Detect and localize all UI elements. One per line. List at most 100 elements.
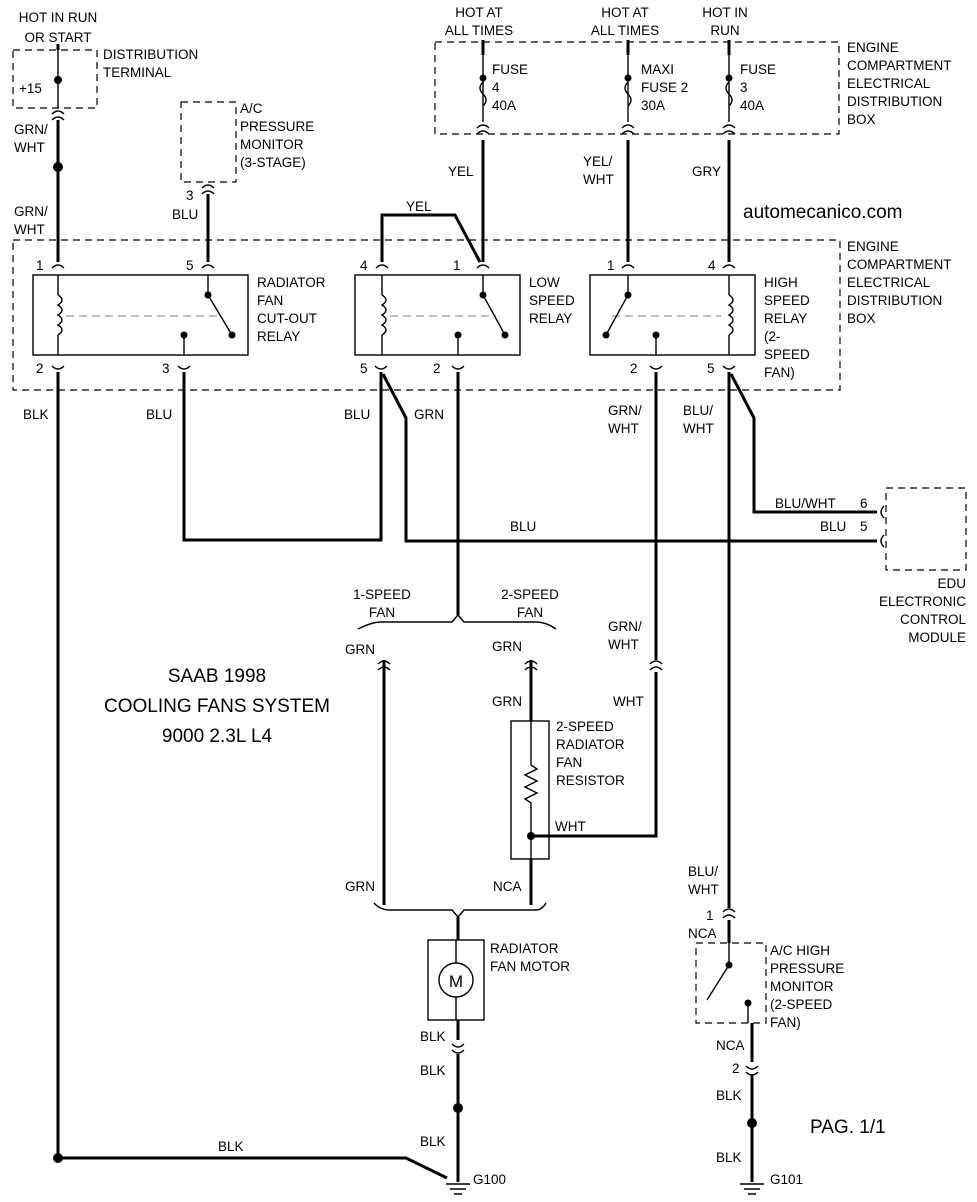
title-line-2: COOLING FANS SYSTEM [104, 696, 330, 717]
fan-option-brace [357, 613, 557, 630]
hot-in-run-label-1: HOT IN [702, 5, 748, 20]
fuse-box-relays [12, 239, 841, 391]
cutout-relay-label-3: CUT-OUT [257, 311, 317, 326]
wire-label-grn-motor: GRN [345, 879, 375, 894]
high-relay-label-3: RELAY [764, 311, 807, 326]
connector-icon-cutout-5 [201, 264, 215, 269]
fuse-box-relays-label-3: ELECTRICAL [847, 275, 931, 290]
wire-label-yel-wht-a: YEL/ [583, 154, 613, 169]
low-pin-2: 2 [433, 361, 441, 376]
connector-arcs [51, 110, 885, 1076]
wire-label-nca-ac-2: NCA [716, 1038, 745, 1053]
fuse4-label-2: 4 [492, 80, 500, 95]
low-pin-5: 5 [360, 361, 368, 376]
wire-label-blu-wht-edu: BLU/WHT [775, 496, 836, 511]
connector-icon-ac-1 [722, 908, 736, 919]
connector-icon-dist [51, 110, 65, 121]
connector-icon-low-5 [374, 365, 388, 370]
ac-pressure-monitor-label-1: A/C [240, 101, 263, 116]
one-speed-fan-label-1: 1-SPEED [353, 587, 411, 602]
connector-icon-low-4 [375, 264, 389, 269]
edu-label-1: EDU [937, 576, 966, 591]
wire-label-yel: YEL [448, 164, 474, 179]
hot-all-times-a-label-2: ALL TIMES [445, 23, 513, 38]
low-switch-contact [501, 331, 509, 339]
cutout-pin-5: 5 [186, 258, 194, 273]
high-relay-label-6: FAN) [764, 365, 795, 380]
title-line-1: SAAB 1998 [168, 666, 266, 687]
maxi-fuse2-label-3: 30A [641, 98, 665, 113]
ac-high-label-3: MONITOR [770, 979, 834, 994]
ac-pm-pin-3: 3 [186, 188, 194, 203]
fan-motor-label-2: FAN MOTOR [490, 959, 570, 974]
high-pin-5: 5 [707, 361, 715, 376]
wire-wht-to-resistor-tap [531, 672, 658, 838]
cutout-relay-label-4: RELAY [257, 329, 300, 344]
wire-label-blk-motor-2: BLK [420, 1063, 446, 1078]
ground-g100-icon [446, 1183, 470, 1195]
wire-label-blu-cutout: BLU [146, 407, 172, 422]
fuse-box-top-label-4: DISTRIBUTION [847, 94, 942, 109]
connector-icon-high-2 [649, 365, 663, 370]
distribution-terminal-box [12, 49, 98, 109]
wire-label-grn-wht-1b: WHT [14, 140, 45, 155]
edu-pin-6: 6 [860, 496, 868, 511]
cutout-relay-label-1: RADIATOR [257, 275, 326, 290]
maxi-fuse2-icon [624, 81, 632, 107]
low-relay-label-3: RELAY [529, 311, 572, 326]
high-pin2-contact [652, 331, 660, 339]
wire-label-yel-wht-b: WHT [583, 172, 614, 187]
wire-label-grn-2speed: GRN [492, 639, 522, 654]
fuse-box-relays-label-1: ENGINE [847, 239, 899, 254]
connector-icon-low-2 [451, 365, 465, 370]
ac-high-pin-1: 1 [706, 908, 714, 923]
wire-label-nca-motor: NCA [493, 879, 522, 894]
wire-blu-wht-to-edu-6 [729, 373, 877, 514]
connector-icon-acpm [201, 184, 215, 195]
resistor-label-4: RESISTOR [556, 773, 625, 788]
high-relay-label-2: SPEED [764, 293, 810, 308]
ground-g101-label: G101 [770, 1172, 803, 1187]
cutout-relay-label-2: FAN [257, 293, 283, 308]
fan-motor-label-1: RADIATOR [490, 941, 559, 956]
wire-label-yel-jumper: YEL [406, 199, 432, 214]
fuse-box-top [434, 41, 840, 135]
wire-blu-to-edu-5 [381, 373, 877, 543]
fuse3-label-2: 3 [740, 80, 748, 95]
ac-pressure-monitor-label-4: (3-STAGE) [240, 155, 306, 170]
title-line-3: 9000 2.3L L4 [162, 726, 273, 747]
fuse3-label-3: 40A [740, 98, 764, 113]
motor-symbol: M [449, 972, 463, 991]
connector-icon-1speed [377, 660, 391, 671]
hot-run-start-label-1: HOT IN RUN [19, 10, 98, 25]
fuse3-label-1: FUSE [740, 62, 776, 77]
wire-label-grn-wht-mid-a: GRN/ [608, 619, 642, 634]
ac-high-pressure-box [695, 942, 767, 1024]
hot-all-times-b-label-1: HOT AT [601, 5, 649, 20]
resistor-zigzag-icon [523, 721, 539, 859]
wire-label-grn-wht-1a: GRN/ [14, 122, 48, 137]
fuse-box-relays-label-2: COMPARTMENT [847, 257, 952, 272]
high-switch-contact [602, 331, 610, 339]
low-relay-label-1: LOW [529, 275, 560, 290]
wire-label-grn-1speed: GRN [345, 642, 375, 657]
splice-blk-ground [53, 1153, 63, 1163]
high-switch-pivot [624, 291, 632, 299]
cutout-switch-pivot [204, 291, 212, 299]
wire-label-blu-wht-high-a: BLU/ [683, 403, 713, 418]
two-speed-fan-label-2: FAN [517, 605, 543, 620]
wire-label-wht-res: WHT [555, 819, 586, 834]
low-switch-blade [482, 275, 506, 336]
wire-label-grn-wht-mid-b: WHT [608, 637, 639, 652]
fuse4-label-3: 40A [492, 98, 516, 113]
motor-option-brace [373, 902, 547, 919]
one-speed-fan-label-2: FAN [369, 605, 395, 620]
edu-label-2: ELECTRONIC [879, 594, 966, 609]
wire-label-blk: BLK [23, 407, 49, 422]
ac-high-pin-2: 2 [732, 1061, 740, 1076]
resistor-label-1: 2-SPEED [556, 719, 614, 734]
connector-icon-motor [451, 1043, 465, 1054]
cutout-pin-3: 3 [162, 361, 170, 376]
cutout-relay-box [32, 274, 249, 356]
